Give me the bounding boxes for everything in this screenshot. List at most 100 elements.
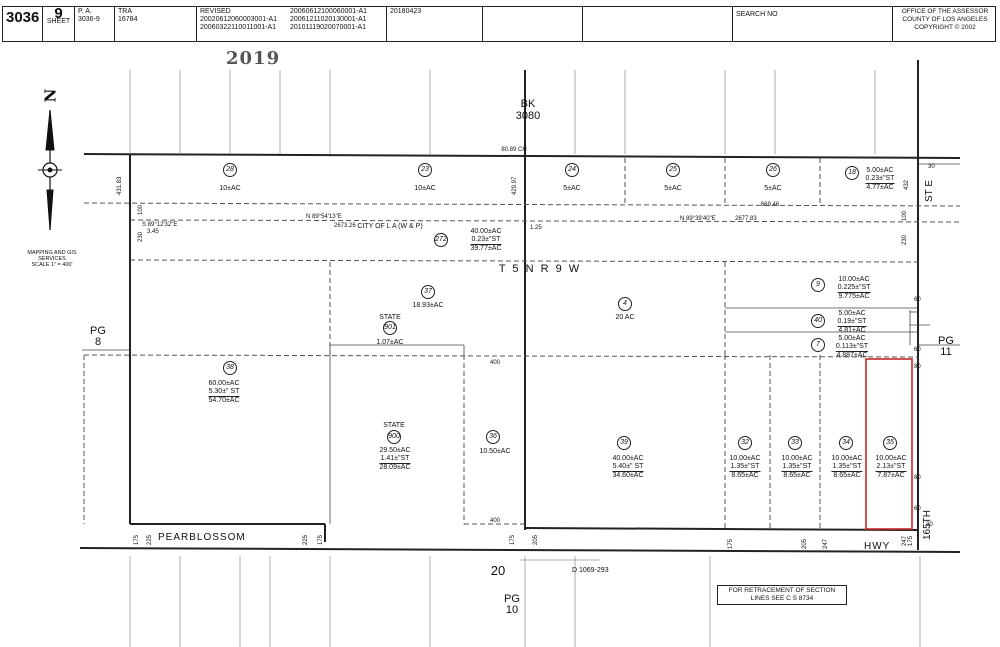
revised-entry: 20020612060003001-A1 xyxy=(200,16,278,23)
dim-label: 175 xyxy=(318,534,324,545)
state-label: STATE xyxy=(383,422,405,429)
parcel-number[interactable]: 38 xyxy=(223,361,237,375)
parcel-number[interactable]: 272 xyxy=(434,233,448,247)
dim-label: 80 xyxy=(914,475,921,481)
office-line: OFFICE OF THE ASSESSOR xyxy=(901,8,989,15)
parcel-acreage: 10±AC xyxy=(414,185,436,192)
dim-label: 100 xyxy=(902,210,908,221)
street-pearblossom: PEARBLOSSOM xyxy=(158,532,246,543)
parcel-acreage: 18.93±AC xyxy=(412,302,444,309)
hwy-south-line xyxy=(79,547,961,553)
north-section-line xyxy=(83,153,961,159)
tra-label: TRA xyxy=(118,8,132,15)
parcel-number[interactable]: 23 xyxy=(418,163,432,177)
blank-cell xyxy=(583,7,733,41)
parcel-acreage: 20 AC xyxy=(615,314,635,321)
revised-entry: 20060322110011001-A1 xyxy=(200,24,277,31)
book-cell: 3036 xyxy=(3,7,43,41)
dim-label: 60 xyxy=(914,506,921,512)
parcel-acreage: 5±AC xyxy=(563,185,581,192)
parcel-acreage: 10.00±AC 1.35±"ST 8.65±AC xyxy=(831,455,863,479)
parcel-number[interactable]: 37 xyxy=(421,285,435,299)
parcel-number-highlighted[interactable]: 35 xyxy=(883,436,897,450)
date-cell: 20180423 xyxy=(387,7,483,41)
bearing-label: N 89°39'40"E xyxy=(680,216,716,222)
page-number: 9 xyxy=(54,5,63,22)
revised-cell-2: 20060612100060001-A1 20061211020130001-A… xyxy=(287,7,387,41)
parcel-number[interactable]: 40 xyxy=(811,314,825,328)
parcel-acreage: 5.00±AC 0.23±"ST 4.77±AC xyxy=(865,167,895,191)
dim-label: 3.45 xyxy=(147,229,159,235)
dim-label: 400 xyxy=(490,360,501,366)
map-year: 2019 xyxy=(226,48,281,69)
dim-label: 247 xyxy=(823,538,829,549)
dim-label: 225 xyxy=(303,534,309,545)
parcel-number[interactable]: 36 xyxy=(486,430,500,444)
mapping-legend: MAPPING AND GIS SERVICES SCALE 1" = 400' xyxy=(27,250,77,268)
tra-value: 16784 xyxy=(118,16,138,23)
parcel-number[interactable]: 39 xyxy=(617,436,631,450)
parcel-number[interactable]: 9 xyxy=(811,278,825,292)
dim-label: 175 xyxy=(908,535,914,546)
state-label: STATE xyxy=(379,314,401,321)
revised-label: REVISED xyxy=(200,8,231,15)
township-label: T 5 N R 9 W xyxy=(498,263,582,275)
parcel-number[interactable]: 26 xyxy=(766,163,780,177)
dim-label: 205 xyxy=(802,538,808,549)
dim-label: 429.97 xyxy=(512,176,518,195)
office-line: COUNTY OF LOS ANGELES xyxy=(902,16,988,23)
blank-cell xyxy=(483,7,583,41)
revised-entry: 20060612100060001-A1 xyxy=(290,8,368,15)
page-cell: 9 SHEET xyxy=(43,5,75,41)
bearing-label: S 89°12'32"E xyxy=(142,222,178,228)
parcel-number[interactable]: 7 xyxy=(811,338,825,352)
title-block: 3036 9 SHEET P. A. 3036-9 TRA 16784 REVI… xyxy=(2,6,996,42)
parcel-number[interactable]: 4 xyxy=(618,297,632,311)
parcel-number[interactable]: 28 xyxy=(223,163,237,177)
dim-label: 2677.83 xyxy=(735,216,757,222)
parcel-acreage: 10.00±AC 1.35±"ST 8.65±AC xyxy=(729,455,761,479)
north-arrow-icon xyxy=(38,109,62,231)
dim-label: 60 xyxy=(914,297,921,303)
parcel-number[interactable]: 33 xyxy=(788,436,802,450)
pa-cell: P. A. 3036-9 xyxy=(75,7,115,41)
dim-label: 60 xyxy=(914,347,921,353)
office-line: COPYRIGHT © 2002 xyxy=(914,24,976,31)
parcel-number[interactable]: 900 xyxy=(387,430,401,444)
dim-label: 225 xyxy=(147,534,153,545)
dim-label: 1.25 xyxy=(530,225,542,231)
revised-cell: REVISED 20020612060003001-A1 20060322110… xyxy=(197,7,287,41)
parcel-acreage: 10±AC xyxy=(219,185,241,192)
revised-entry: 20061211020130001-A1 xyxy=(290,16,367,23)
bearing-label: N 89°54'13"E xyxy=(306,214,342,220)
parcel-number[interactable]: 32 xyxy=(738,436,752,450)
revision-date: 20180423 xyxy=(390,8,422,15)
parcel-acreage: 5±AC xyxy=(764,185,782,192)
deed-note: D 1069-293 xyxy=(572,567,609,574)
parcel-number[interactable]: 34 xyxy=(839,436,853,450)
dim-label: 175 xyxy=(510,534,516,545)
parcel-acreage: 40.00±AC 0.23±"ST 39.77±AC xyxy=(470,228,502,252)
tra-cell: TRA 16784 xyxy=(115,7,197,41)
parcel-acreage: 10.00±AC 0.225±"ST 9.775±AC xyxy=(837,276,871,300)
parcel-number[interactable]: 24 xyxy=(565,163,579,177)
parcel-acreage: 5.00±AC 0.19±"ST 4.81±AC xyxy=(837,310,867,334)
retracement-note: FOR RETRACEMENT OF SECTION LINES SEE C S… xyxy=(717,585,847,605)
dim-label: 80 xyxy=(914,364,921,370)
search-label: SEARCH NO xyxy=(736,11,778,18)
pa-label: P. A. xyxy=(78,8,92,15)
parcel-number[interactable]: 18 xyxy=(845,166,859,180)
parcel-acreage: 60.00±AC 5.30±" ST 54.70±AC xyxy=(208,380,240,404)
parcel-acreage: 40.00±AC 5.40±" ST 34.60±AC xyxy=(612,455,644,479)
book-number: 3036 xyxy=(6,9,40,26)
parcel-acreage: 1.07±AC xyxy=(376,339,404,346)
parcel-acreage: 10.50±AC xyxy=(479,448,511,455)
dim-label: 100 xyxy=(138,204,144,215)
parcel-number[interactable]: 25 xyxy=(666,163,680,177)
dim-label: 669.46 xyxy=(760,202,780,208)
parcel-number[interactable]: 901 xyxy=(383,321,397,335)
